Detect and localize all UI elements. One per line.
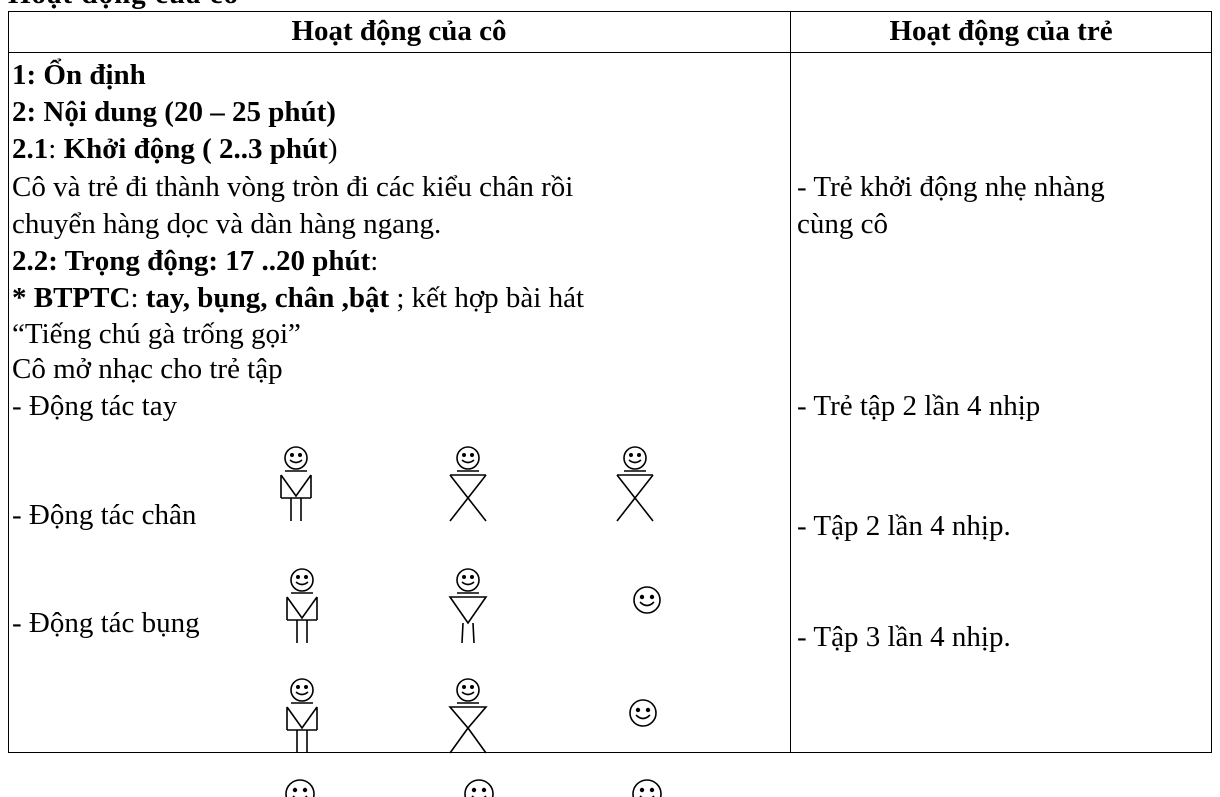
btptc-label: * BTPTC [12, 282, 131, 314]
header-child: Hoạt động của trẻ [889, 15, 1113, 47]
khoi-dong-title: Khởi động ( 2..3 phút [63, 133, 328, 165]
stick-figure-icon [280, 678, 324, 754]
trong-dong-title: 2.2: Trọng động: 17 ..20 phút [12, 245, 371, 277]
header-divider [8, 52, 1212, 53]
smiley-icon [462, 777, 496, 797]
column-divider [790, 11, 791, 753]
btptc-rest: ; kết hợp bài hát [389, 282, 585, 314]
smiley-icon [630, 777, 664, 797]
cropped-heading-text: Hoạt động của cô [8, 0, 239, 10]
btptc-sep: : [130, 282, 146, 314]
header-teacher: Hoạt động của cô [291, 15, 507, 47]
stick-figure-icon [446, 446, 490, 522]
table-border-top [8, 11, 1212, 12]
music-line: Cô mở nhạc cho trẻ tập [12, 353, 283, 385]
btptc-line: * BTPTC: tay, bụng, chân ,bật ; kết hợp … [12, 280, 584, 316]
exercise-tay: - Động tác tay [12, 390, 178, 422]
child-tay: - Trẻ tập 2 lần 4 nhịp [797, 390, 1041, 422]
khoi-dong-end: ) [327, 133, 338, 165]
on-dinh: 1: Ổn định [12, 59, 146, 91]
child-bung: - Tập 3 lần 4 nhịp. [797, 621, 1011, 653]
khoi-dong-heading: 2.1: Khởi động ( 2..3 phút) [12, 131, 338, 167]
exercise-chan: - Động tác chân [12, 499, 197, 531]
stick-figure-icon [613, 446, 657, 522]
child-khoi-dong-2: cùng cô [797, 208, 888, 240]
trong-dong-heading: 2.2: Trọng động: 17 ..20 phút: [12, 243, 378, 279]
stick-figure-icon [280, 568, 324, 644]
khoi-dong-desc-2: chuyển hàng dọc và dàn hàng ngang. [12, 208, 442, 240]
stick-figure-icon [274, 446, 318, 522]
cropped-heading-fragment: Hoạt động của cô [0, 0, 1220, 10]
stick-figure-icon [446, 678, 490, 754]
btptc-parts: tay, bụng, chân ,bật [145, 282, 390, 314]
khoi-dong-number: 2.1 [12, 133, 49, 165]
smiley-icon [632, 585, 662, 615]
table-border-right [1211, 11, 1212, 753]
table-border-left [8, 11, 9, 753]
smiley-icon [283, 777, 317, 797]
child-khoi-dong-1: - Trẻ khởi động nhẹ nhàng [797, 171, 1105, 203]
song-title: “Tiếng chú gà trống gọi” [12, 318, 301, 350]
trong-dong-end: : [370, 245, 379, 277]
khoi-dong-desc-1: Cô và trẻ đi thành vòng tròn đi các kiểu… [12, 171, 574, 203]
table-border-bottom [8, 752, 1212, 753]
child-chan: - Tập 2 lần 4 nhịp. [797, 510, 1011, 542]
smiley-icon [628, 698, 658, 728]
noi-dung: 2: Nội dung (20 – 25 phút) [12, 96, 336, 128]
stick-figure-icon [446, 568, 490, 644]
exercise-bung: - Động tác bụng [12, 607, 200, 639]
lesson-table: Hoạt động của cô Hoạt động của trẻ 1: Ổn… [8, 11, 1212, 753]
khoi-dong-sep: : [48, 133, 64, 165]
